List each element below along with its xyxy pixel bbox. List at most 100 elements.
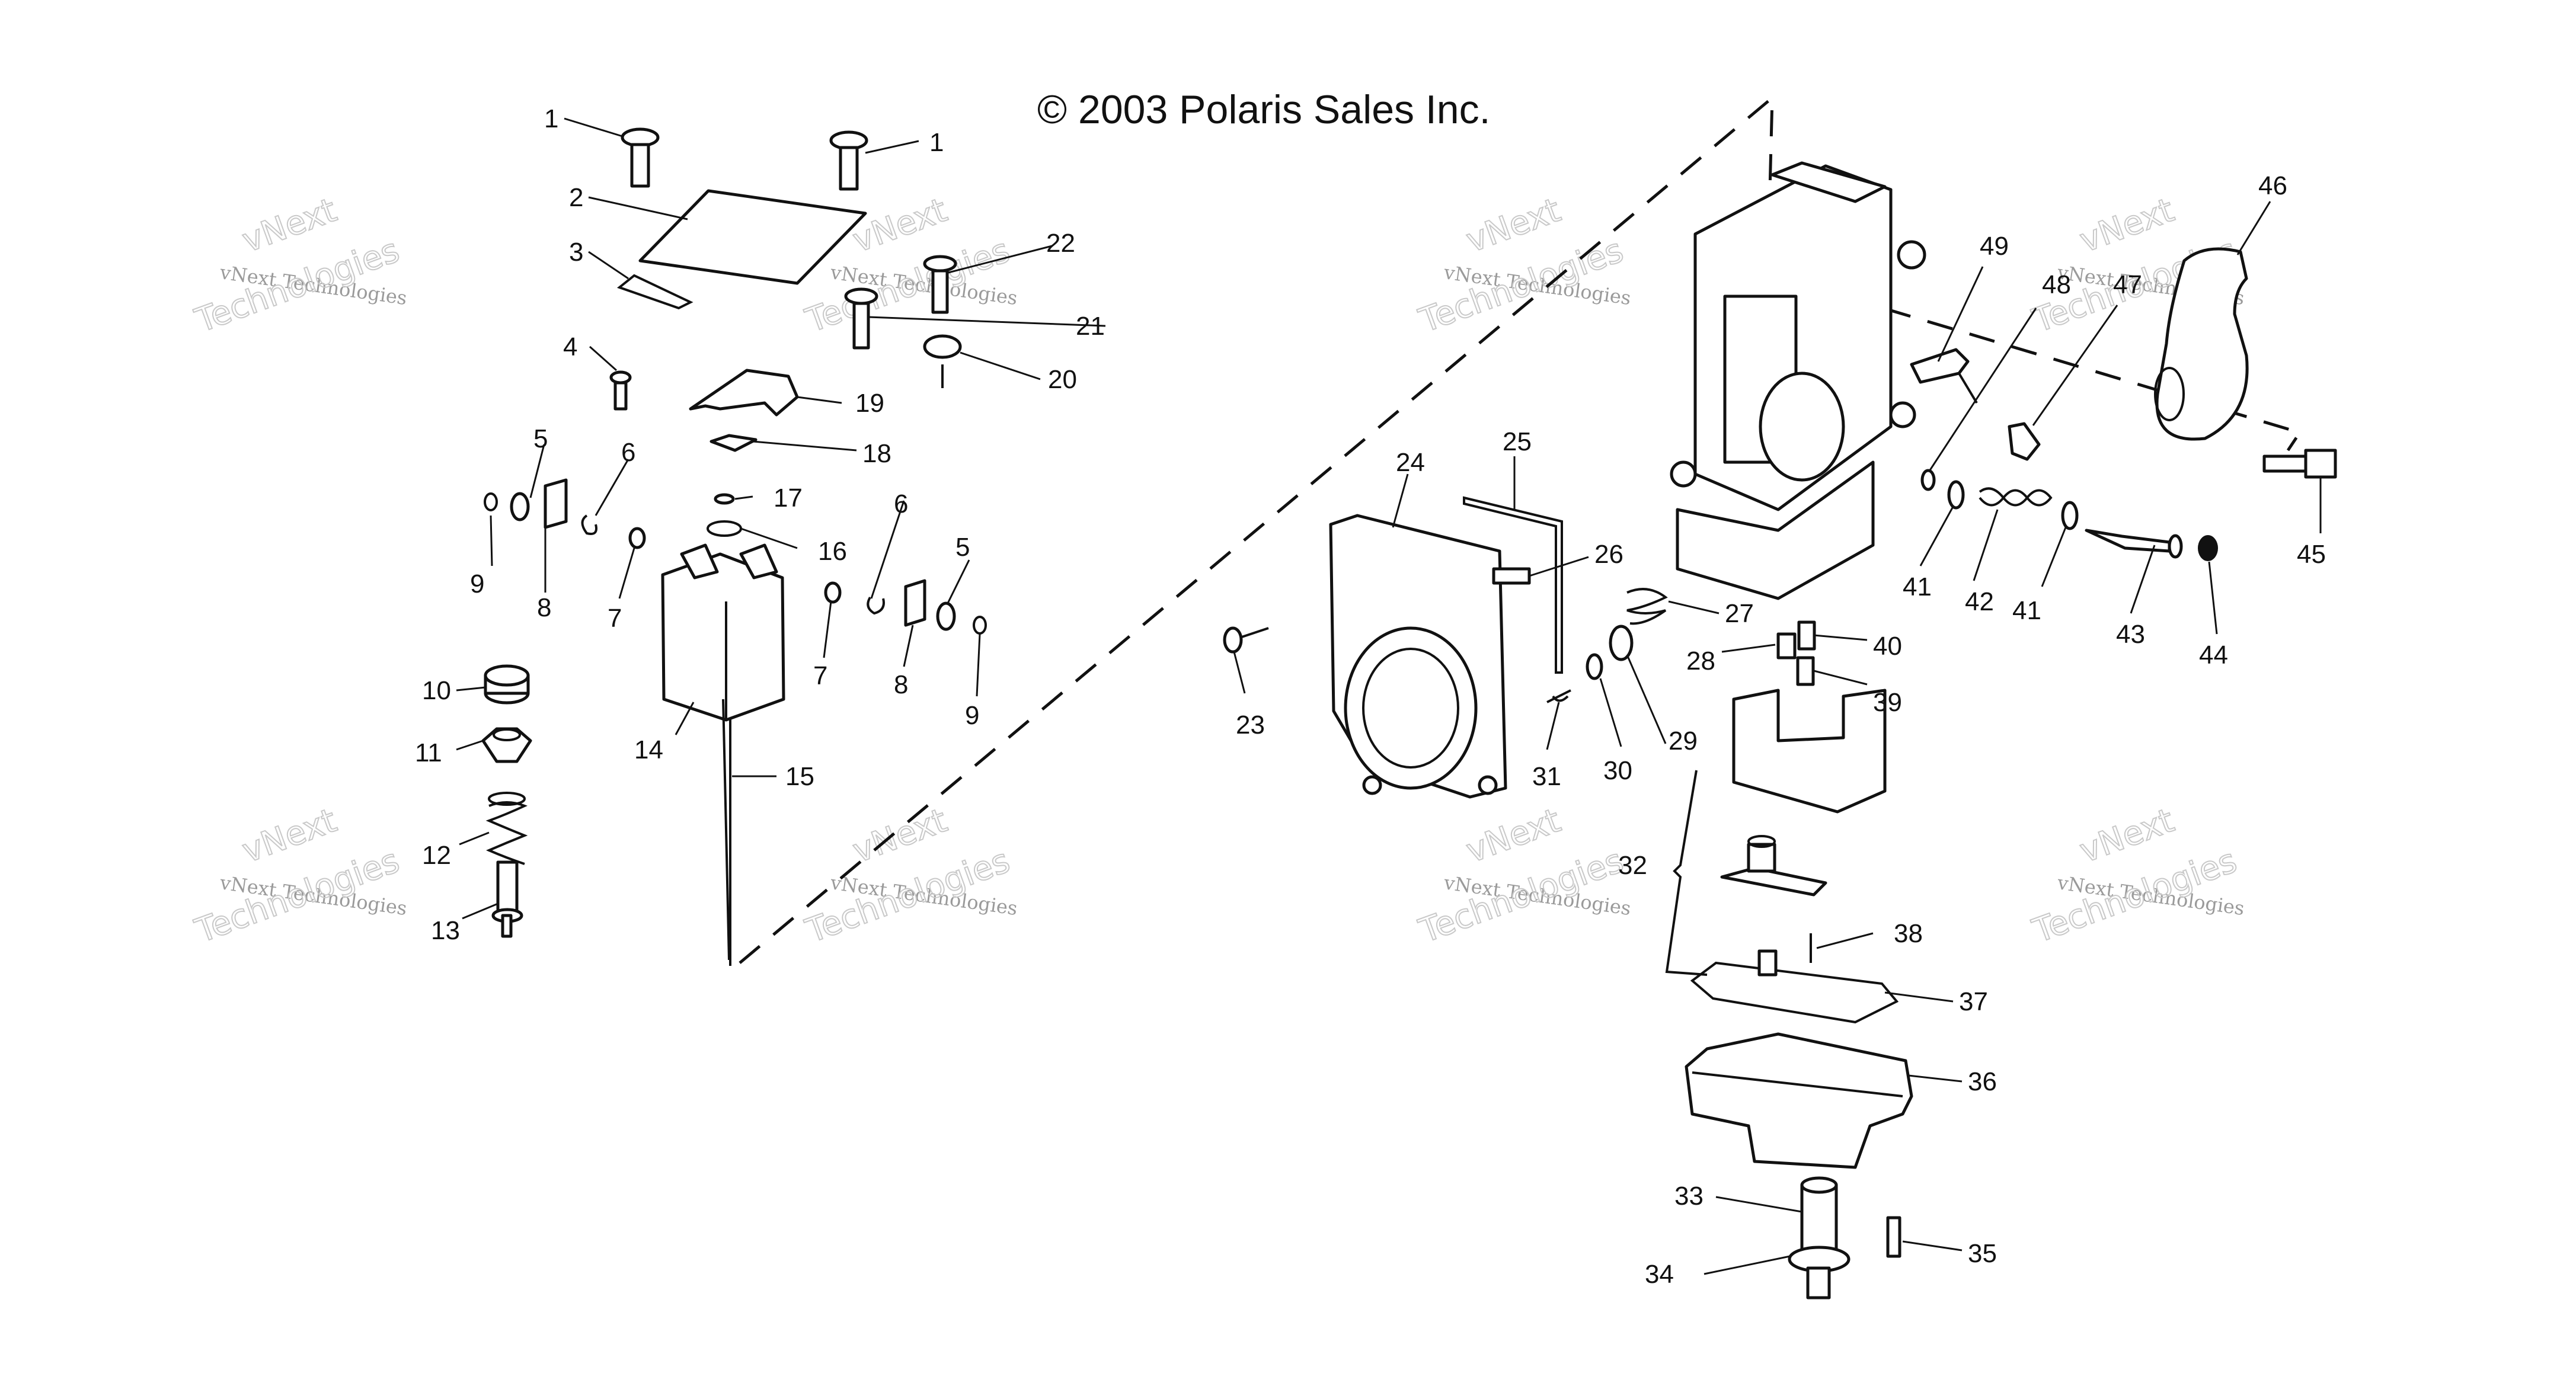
callout-label-6: 6 — [621, 438, 635, 467]
washer-part — [936, 601, 956, 631]
watermark: vNext Technologies vNext Technologies — [2027, 801, 2246, 951]
throttle-slide-part — [661, 543, 785, 722]
nut-part — [481, 727, 532, 763]
callout-label-20: 20 — [1048, 365, 1077, 394]
callout-label-32: 32 — [1618, 851, 1647, 880]
callout-label-5: 5 — [533, 424, 548, 453]
callout-label-5: 5 — [955, 533, 970, 562]
link-plate-part — [904, 579, 926, 627]
leader-lines — [456, 117, 2322, 1275]
callout-label-25: 25 — [1503, 427, 1532, 456]
alignment-dashed-line — [739, 94, 1774, 964]
washer-part — [1609, 625, 1634, 661]
boot-part — [2008, 422, 2041, 461]
callout-label-28: 28 — [1686, 646, 1715, 676]
watermark-outline-text: vNext — [237, 801, 341, 870]
callout-label-1: 1 — [544, 104, 558, 133]
callout-label-8: 8 — [537, 593, 551, 622]
washer-part — [510, 492, 530, 521]
callout-label-29: 29 — [1669, 726, 1698, 756]
callout-label-27: 27 — [1725, 599, 1754, 628]
callout-label-47: 47 — [2113, 270, 2142, 299]
callout-label-40: 40 — [1873, 632, 1902, 661]
watermark-outline-text: vNext — [848, 191, 952, 260]
callout-label-26: 26 — [1594, 540, 1623, 569]
bracket-part — [689, 369, 799, 417]
callout-label-23: 23 — [1236, 710, 1265, 740]
copyright-text: © 2003 Polaris Sales Inc. — [1037, 87, 1491, 132]
adjuster-screw-part — [2262, 449, 2337, 479]
washer-part — [2061, 501, 2079, 530]
callout-label-43: 43 — [2116, 620, 2145, 649]
callout-label-4: 4 — [563, 332, 577, 361]
float-bowl-part — [1685, 1032, 1913, 1169]
callout-label-48: 48 — [2042, 270, 2071, 299]
gasket-part — [616, 274, 693, 310]
callout-label-38: 38 — [1894, 919, 1923, 948]
callout-label-7: 7 — [813, 661, 827, 690]
callout-label-41: 41 — [1903, 572, 1932, 601]
screw-part-4 — [609, 370, 632, 411]
watermark: vNext Technologies vNext Technologies — [190, 801, 408, 951]
watermark-outline-text: vNext — [1461, 191, 1565, 260]
bushing-part — [824, 581, 842, 604]
jet-part — [1796, 656, 1815, 686]
link-plate-part — [544, 478, 568, 529]
callout-label-13: 13 — [431, 916, 460, 945]
callout-label-19: 19 — [855, 389, 884, 418]
callout-label-35: 35 — [1968, 1239, 1997, 1268]
washer-part — [1947, 480, 1965, 510]
gasket-part — [1463, 496, 1563, 674]
callout-labels: 1 1 2 3 4 5 6 9 8 7 22 21 20 19 18 17 16… — [415, 104, 2326, 1289]
callout-label-2: 2 — [569, 183, 583, 212]
pilot-screw-part — [2085, 529, 2183, 559]
callout-label-46: 46 — [2258, 171, 2287, 200]
callout-label-36: 36 — [1968, 1067, 1997, 1096]
callout-label-9: 9 — [965, 701, 979, 730]
jet-part — [1776, 632, 1797, 660]
cover-plate-part — [638, 189, 867, 285]
watermark-outline-text: vNext — [848, 801, 952, 870]
watermark: vNext Technologies vNext Technologies — [1414, 190, 1632, 341]
callout-label-21: 21 — [1076, 312, 1105, 341]
callout-label-22: 22 — [1046, 229, 1075, 258]
screw-part-23 — [1223, 626, 1269, 654]
screw-part-31 — [1546, 689, 1571, 703]
jet-part — [1797, 620, 1816, 651]
plunger-part — [491, 860, 523, 938]
cap-part — [484, 664, 530, 705]
screw-part-1 — [621, 127, 868, 191]
bushing-part — [628, 527, 646, 549]
bracket-32 — [1665, 770, 1708, 976]
circlip-part — [484, 492, 498, 511]
callout-label-30: 30 — [1603, 756, 1632, 785]
drain-plug-part — [1788, 1176, 1850, 1299]
callout-label-42: 42 — [1965, 587, 1994, 616]
callout-label-49: 49 — [1980, 232, 2009, 261]
callout-label-34: 34 — [1645, 1260, 1674, 1289]
e-clip-part — [867, 596, 885, 615]
callout-label-6: 6 — [894, 489, 908, 518]
clip-part — [709, 434, 758, 452]
callout-label-33: 33 — [1674, 1182, 1704, 1211]
callout-label-11: 11 — [415, 738, 442, 767]
callout-label-9: 9 — [470, 569, 484, 598]
callout-label-17: 17 — [774, 484, 803, 513]
screw-part-21 — [844, 287, 878, 350]
watermark: vNext Technologies vNext Technologies — [1414, 801, 1632, 951]
callout-label-12: 12 — [422, 841, 451, 870]
callout-label-24: 24 — [1396, 448, 1425, 477]
watermark-outline-text: vNext — [2075, 191, 2179, 260]
float-bowl-gasket-part — [1690, 949, 1899, 1024]
callout-label-31: 31 — [1532, 762, 1561, 791]
callout-label-7: 7 — [608, 604, 622, 633]
watermark-outline-text: vNext — [1461, 801, 1565, 870]
callout-label-37: 37 — [1959, 987, 1988, 1016]
spring-part — [1979, 487, 2053, 507]
nut-part-20 — [923, 334, 962, 388]
circlip-part — [973, 616, 987, 635]
throttle-cam-housing-part — [2154, 247, 2249, 441]
seal-part — [1920, 469, 1936, 491]
screw-part-35 — [1886, 1216, 1901, 1258]
